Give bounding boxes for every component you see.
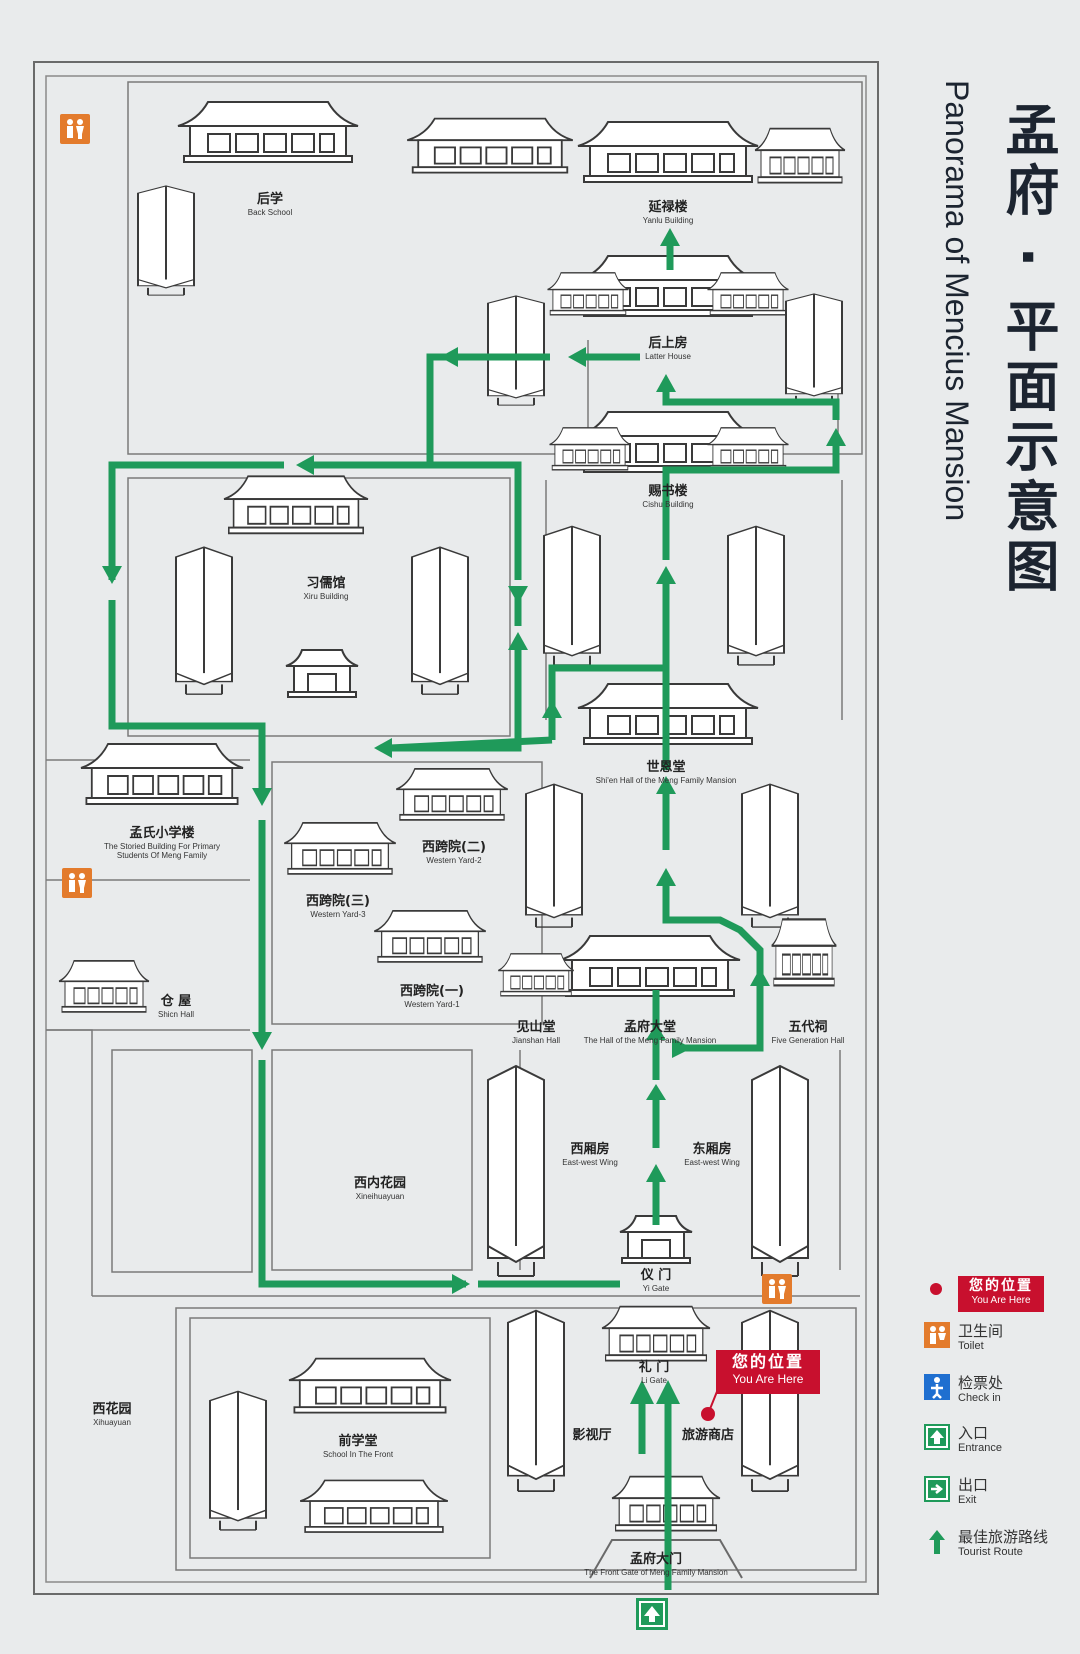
label-western-yard-1: 西跨院(一)Western Yard-1 <box>400 984 464 1009</box>
checkin-icon <box>924 1374 950 1400</box>
you-are-here-dot-icon <box>924 1276 950 1302</box>
exit-icon <box>924 1476 950 1502</box>
entrance-icon <box>924 1424 950 1450</box>
map-title: 孟府 · 平面示意图 <box>996 102 1059 599</box>
label-western-yard-2: 西跨院(二)Western Yard-2 <box>422 840 486 865</box>
label-souvenir-shop: 旅游商店 <box>681 1428 735 1443</box>
toilet-icon <box>924 1322 950 1348</box>
toilet-icon <box>762 1274 792 1304</box>
map-subtitle: Panorama of Mencius Mansion <box>939 80 975 522</box>
tourist-route-arrow-icon <box>924 1528 950 1554</box>
toilet-icon <box>62 868 92 898</box>
label-cinema: 影视厅 <box>572 1428 612 1443</box>
toilet-icon <box>60 114 90 144</box>
label-western-yard-3: 西跨院(三)Western Yard-3 <box>306 894 370 919</box>
